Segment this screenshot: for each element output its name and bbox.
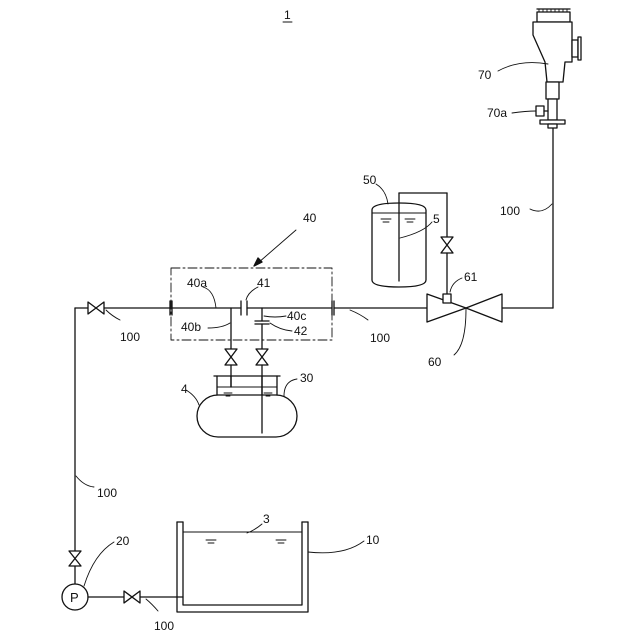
label-tank-liquid-5: 5 — [433, 212, 440, 226]
figure-number: 1 — [284, 8, 291, 22]
pump: P — [62, 584, 88, 610]
valve-top-left — [88, 302, 104, 314]
label-pipe-left: 100 — [120, 330, 140, 344]
label-tank-liquid-3: 3 — [263, 512, 270, 526]
label-pipe-bottom: 100 — [154, 619, 174, 633]
label-vessel-4: 4 — [181, 382, 188, 396]
label-line-40c: 40c — [287, 309, 306, 323]
label-line-40a: 40a — [187, 276, 207, 290]
label-pipe-right: 100 — [500, 204, 520, 218]
label-trap-42: 42 — [294, 324, 308, 338]
reference-labels: 40 40a 41 40b 40c 42 100 100 100 100 100… — [97, 68, 520, 633]
label-pipe-vertical: 100 — [97, 486, 117, 500]
tank-10 — [177, 522, 308, 612]
label-vessel-30: 30 — [300, 371, 314, 385]
branch-40b — [225, 308, 237, 387]
label-pipe-middle: 100 — [370, 331, 390, 345]
leader-lines — [76, 63, 552, 611]
label-ejector-port-61: 61 — [464, 270, 478, 284]
label-dispenser-70: 70 — [478, 68, 492, 82]
label-tank-10: 10 — [366, 533, 380, 547]
tank-50 — [372, 193, 453, 294]
label-dispenser-valve-70a: 70a — [487, 106, 507, 120]
suction-pipe — [88, 591, 183, 603]
ejector-60 — [427, 294, 502, 322]
vessel-30 — [197, 376, 297, 437]
label-tank-50: 50 — [363, 173, 377, 187]
pump-symbol: P — [70, 590, 79, 605]
label-device-40: 40 — [303, 211, 317, 225]
valve-above-pump — [69, 551, 81, 566]
dispenser-70 — [533, 9, 581, 128]
label-ejector-60: 60 — [428, 355, 442, 369]
label-pump-20: 20 — [116, 534, 130, 548]
label-joint-41: 41 — [257, 276, 271, 290]
label-line-40b: 40b — [181, 320, 201, 334]
joint-41 — [241, 301, 247, 315]
